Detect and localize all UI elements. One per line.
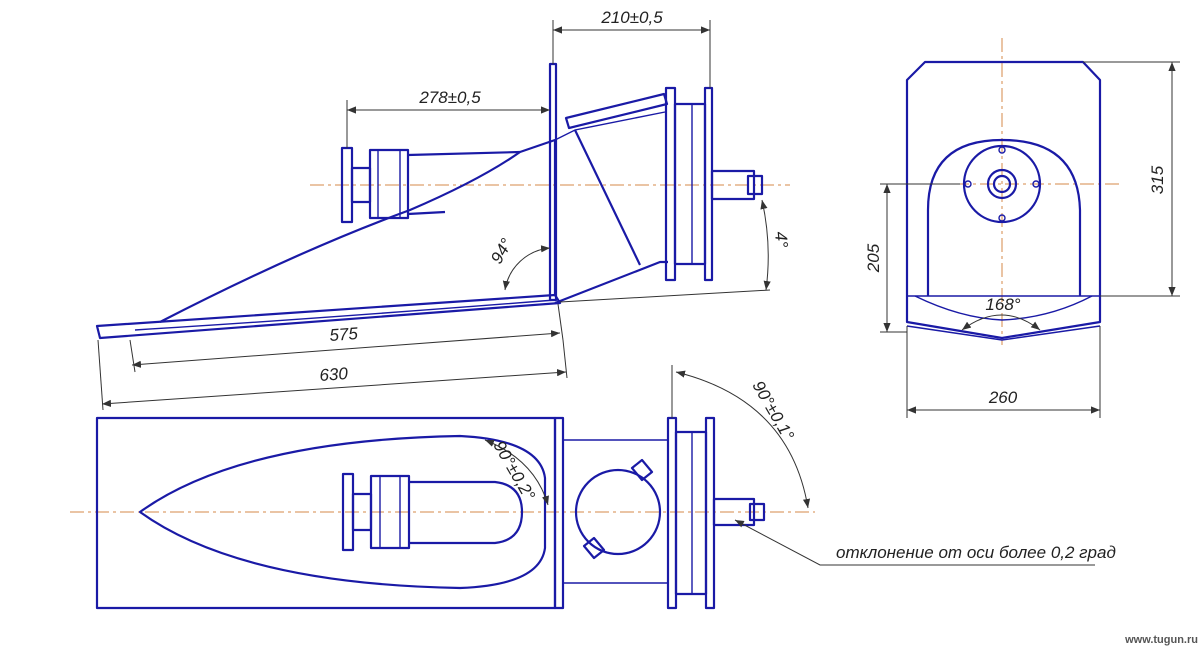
- front-flange: [962, 144, 1042, 224]
- top-view: 90°±0,1° 90°±0,2° отклонение от оси боле…: [70, 365, 1116, 610]
- dim-630: 630: [319, 364, 349, 385]
- side-hatch: [564, 92, 669, 130]
- top-flange: [666, 416, 716, 610]
- dim-575: 575: [329, 324, 359, 345]
- side-cone-body: [159, 138, 557, 323]
- dim-210: 210±0,5: [600, 8, 663, 27]
- front-housing: [905, 60, 1102, 340]
- side-view: 210±0,5 278±0,5 94° 4° 575 630: [95, 8, 791, 411]
- dim-205: 205: [864, 243, 883, 273]
- deviation-note: отклонение от оси более 0,2 град: [836, 543, 1116, 562]
- top-bullet-profile: [138, 434, 547, 590]
- dim-90-02: 90°±0,2°: [490, 438, 539, 504]
- side-plate: [548, 62, 558, 302]
- dim-260: 260: [988, 388, 1018, 407]
- side-shaft: [710, 169, 764, 201]
- front-view: 168° 315 205 260: [864, 38, 1180, 418]
- side-blade: [95, 293, 562, 340]
- front-arch: [926, 138, 1082, 296]
- dim-278: 278±0,5: [418, 88, 481, 107]
- side-flange: [664, 86, 714, 282]
- dim-168deg: 168°: [985, 295, 1020, 314]
- dim-94deg: 94°: [487, 235, 516, 267]
- top-round-hatch: [574, 458, 662, 560]
- watermark: www.tugun.ru: [1124, 634, 1198, 646]
- side-motor: [340, 146, 521, 224]
- dim-4deg: 4°: [771, 231, 791, 249]
- dim-315: 315: [1148, 165, 1167, 194]
